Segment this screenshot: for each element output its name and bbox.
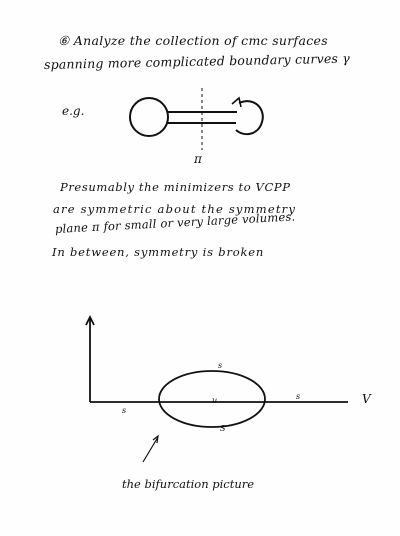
bifurcation-graph [85,314,348,463]
right-ring-arrow [231,96,242,108]
eg-label: e.g. [62,104,85,118]
branch-label-left: s [122,406,127,415]
left-ring [129,97,169,137]
paragraph-line-2: are symmetric about the symmetry [53,202,297,216]
branch-label-top: s [218,361,223,370]
item-6-heading: ⑥ Analyze the collection of cmc surfaces [58,33,328,48]
paragraph-line-1: Presumably the minimizers to VCPP [60,180,291,194]
right-ring [235,100,264,136]
symmetry-plane-label: π [194,152,202,166]
branch-label-bottom: S [220,424,226,433]
bifurcation-ellipse [158,370,266,428]
branch-label-center: u [212,396,218,405]
axis-v-label: V [362,392,371,406]
caption-pointer [142,436,159,463]
paragraph-line-4: In between, symmetry is broken [52,245,265,259]
caption-pointer-head [152,434,159,444]
figure-caption: the bifurcation picture [122,477,255,491]
branch-label-right: s [296,392,301,401]
vertical-axis-arrow [85,314,95,326]
dumbbell-sketch [129,96,264,137]
